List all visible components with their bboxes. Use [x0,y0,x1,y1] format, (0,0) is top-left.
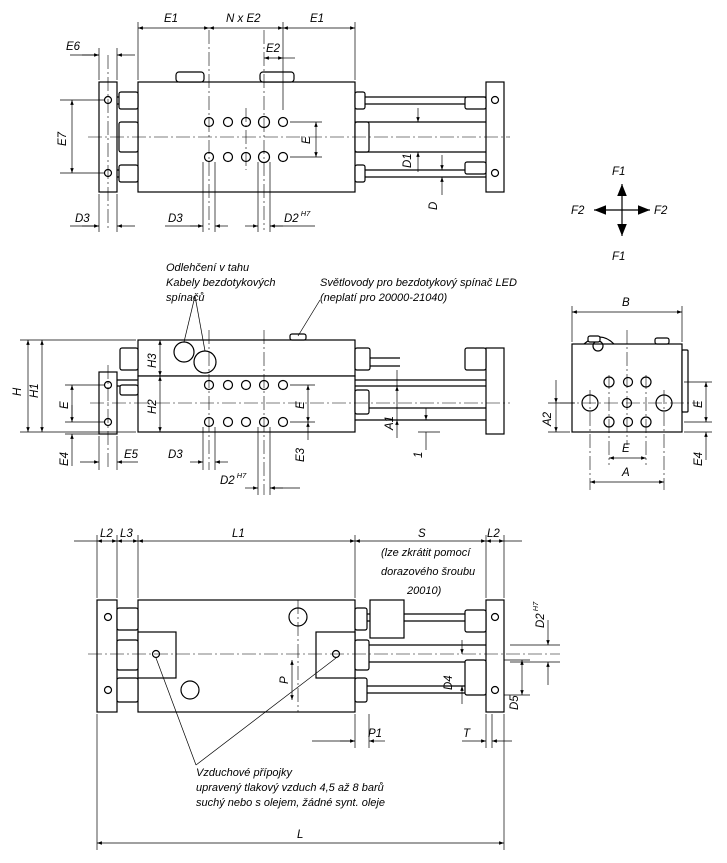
dim-label: E [295,401,307,409]
dim-label: H1 [29,383,41,398]
force-label-f1-up: F1 [612,166,625,178]
dim-label: L2 [100,528,113,540]
force-directions: F1 F1 F2 F2 [571,166,668,263]
dim-label: A2 [542,411,554,427]
dim-label: E [693,400,705,408]
note-light-guides: (neplatí pro 20000-21040) [320,292,448,304]
dim-label: 1 [413,452,425,458]
note-stroke: dorazového šroubu [381,566,475,578]
dim-label: N x E2 [226,13,261,25]
dim-label: D3 [168,213,183,225]
note-air-connections: Vzduchové přípojky [196,767,293,779]
note-light-guides: Světlovody pro bezdotykový spínač LED [320,277,517,289]
dim-label: E1 [310,13,324,25]
dim-label: L2 [487,528,500,540]
dim-label: E [301,136,313,144]
dim-label: A [621,467,630,479]
dim-label: E [59,401,71,409]
dim-label: B [622,297,630,309]
lower-body [137,375,356,433]
force-label-f1-down: F1 [612,251,625,263]
dim-label: D5 [509,695,521,710]
force-label-f2-left: F2 [571,205,585,217]
end-view: B A E A2 E E4 [542,297,712,490]
dim-label: P [279,676,291,684]
dim-label: T [463,728,471,740]
note-stroke: (lze zkrátit pomocí [381,547,471,559]
dim-label: H2 [147,399,159,414]
dim-label: D3 [75,213,90,225]
dim-label: L3 [120,528,133,540]
bottom-view: L2 L3 L1 S L2 (lze zkrátit pomocí dorazo… [74,528,560,850]
end-plate-left [96,599,118,713]
note-strain-relief: Kabely bezdotykových [166,277,275,289]
end-plate-right [485,599,505,713]
dim-label: E6 [66,41,81,53]
note-stroke: 20010) [406,585,442,597]
upper-body [137,339,356,377]
dim-label: E1 [164,13,178,25]
dim-label: H [12,387,24,396]
end-plate-right [485,347,505,435]
air-block-left [137,631,177,679]
dim-label: E2 [266,43,281,55]
note-air-connections: suchý nebo s olejem, žádné synt. oleje [196,797,385,809]
note-strain-relief: spínačů [166,292,205,304]
dim-label: L [297,829,303,841]
dim-label: E3 [295,447,307,462]
dim-label: S [418,528,426,540]
dim-label: D2H7 [531,601,547,628]
dim-label: E5 [124,449,139,461]
air-block-right [315,631,356,679]
dim-label: P1 [368,728,382,740]
note-strain-relief: Odlehčení v tahu [166,262,249,274]
dim-label: E [622,443,630,455]
dim-label: D [428,202,440,210]
dim-label: L1 [232,528,245,540]
note-air-connections: upravený tlakový vzduch 4,5 až 8 barů [196,782,384,794]
dim-label: E4 [693,452,705,466]
dim-label: A1 [384,416,396,431]
dim-label: E7 [57,131,69,146]
dim-label: D4 [443,675,455,690]
dim-label: H3 [147,353,159,368]
force-label-f2-right: F2 [654,205,668,217]
dim-label: D3 [168,449,183,461]
dim-label: E4 [59,452,71,466]
dim-label: D1 [402,153,414,168]
